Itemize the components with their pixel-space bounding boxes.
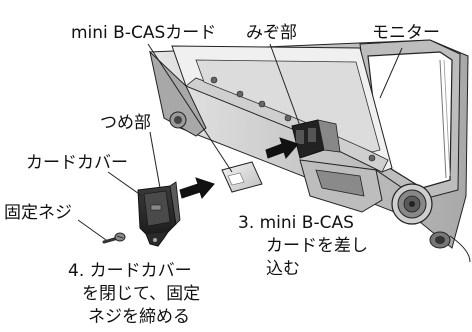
label-screw: 固定ネジ: [4, 203, 72, 223]
label-tab: つめ部: [100, 113, 151, 133]
label-card-cover: カードカバー: [26, 153, 128, 173]
monitor-foot: [429, 231, 451, 249]
card-slot: [291, 119, 341, 159]
step-3-line-3: 込む: [266, 259, 300, 279]
step-4-text: 4. カードカバー を閉じて、固定 ネジを締める: [68, 261, 200, 327]
label-monitor: モニター: [372, 23, 440, 43]
step-4-line-1: 4. カードカバー: [68, 261, 192, 281]
step-3-line-2: カードを差し: [266, 236, 368, 256]
step-4-line-3: ネジを締める: [88, 307, 190, 327]
mini-bcas-card: [221, 161, 263, 193]
fixing-screw: [102, 232, 126, 244]
label-mini-bcas-card: mini B-CASカード: [71, 23, 216, 43]
round-connector: [391, 183, 433, 225]
card-cover: [137, 181, 181, 247]
step-3-line-1: 3. mini B-CAS: [238, 213, 354, 233]
insert-arrow-1: [179, 177, 215, 199]
step-3-text: 3. mini B-CAS カードを差し 込む: [238, 213, 368, 279]
cover-tab-mark: [150, 204, 162, 211]
label-notch: みぞ部: [246, 23, 297, 43]
insert-arrow-2: [265, 137, 299, 159]
monitor-body: [149, 39, 471, 263]
step-4-line-2: を閉じて、固定: [82, 284, 200, 304]
leader-lines: [77, 43, 403, 241]
